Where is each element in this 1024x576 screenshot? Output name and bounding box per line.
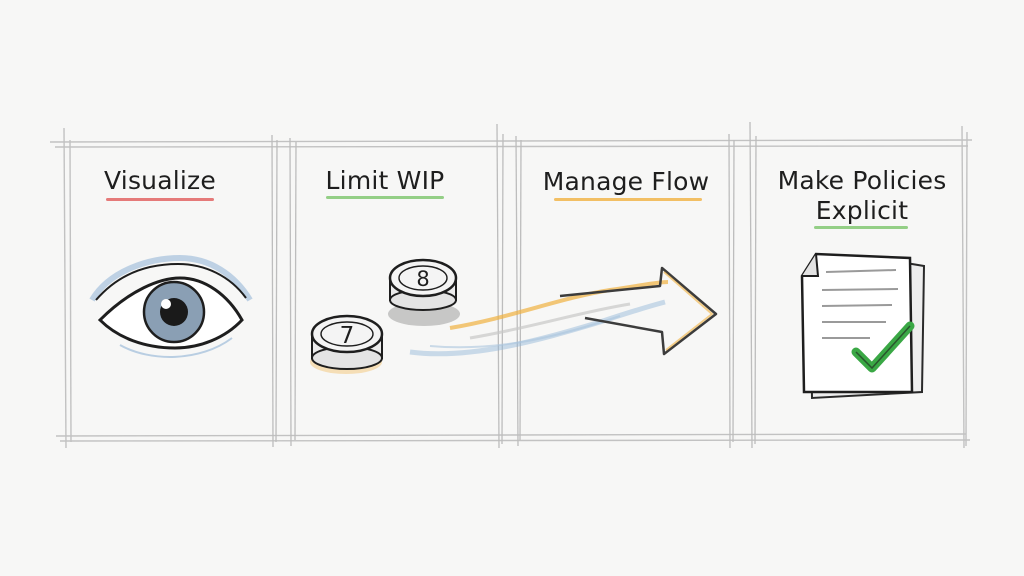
underline-manage-flow	[554, 198, 702, 201]
document-text-lines	[821, 269, 899, 339]
panel-frame-lines	[49, 125, 973, 449]
panel-title-make-policies-line-2: Explicit	[815, 196, 909, 225]
numbered-tokens-icon: 8 7	[310, 258, 460, 374]
panel-title-visualize: Visualize	[104, 166, 216, 195]
token-7-label: 7	[340, 323, 355, 349]
token-7	[310, 314, 384, 370]
panel-dividers	[271, 121, 757, 449]
token-8	[388, 258, 458, 311]
flow-arrow-icon	[409, 266, 718, 357]
panel-title-limit-wip: Limit WIP	[325, 166, 445, 195]
policy-document-check-icon	[800, 252, 926, 400]
underline-visualize	[106, 198, 214, 201]
underline-make-policies	[814, 226, 908, 229]
panel-title-manage-flow: Manage Flow	[542, 167, 710, 196]
token-8-label: 8	[416, 267, 429, 291]
panel-title-make-policies-line-1: Make Policies	[777, 166, 947, 195]
eye-icon	[89, 254, 253, 358]
underline-limit-wip	[326, 196, 444, 199]
